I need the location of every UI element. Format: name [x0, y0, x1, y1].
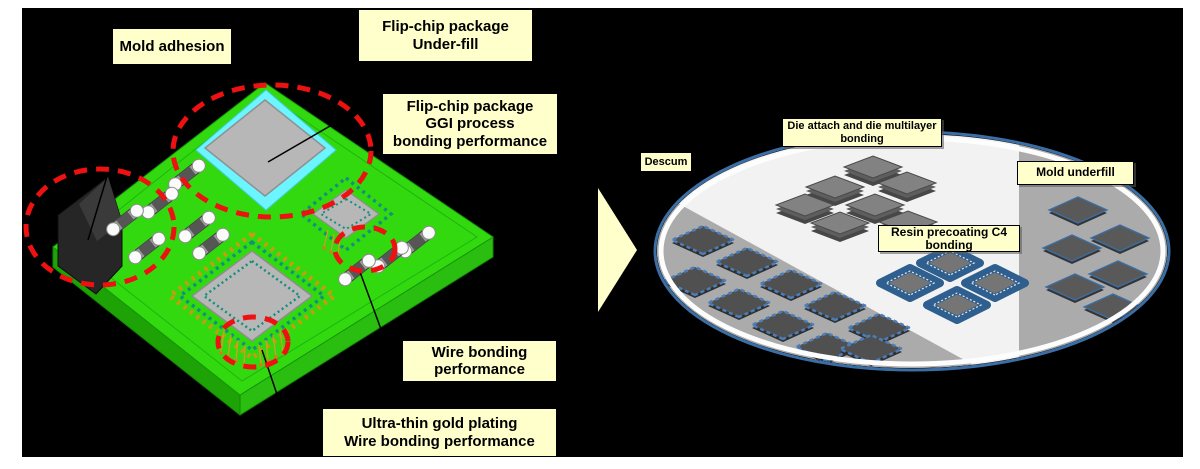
callout-line-ultra-thin: [261, 349, 288, 425]
board-top-face: [52, 82, 494, 396]
label-flip-chip-ggi: Flip-chip package GGI process bonding pe…: [382, 93, 558, 155]
callout-lines: [87, 65, 401, 425]
label-descum: Descum: [640, 152, 692, 172]
label-mold-underfill: Mold underfill: [1017, 161, 1134, 185]
label-mold-adhesion: Mold adhesion: [112, 28, 232, 65]
board-inset-line: [71, 93, 478, 382]
callout-line-ggi: [267, 96, 381, 163]
flow-arrow: [598, 188, 637, 312]
highlight-mold: [23, 166, 177, 288]
label-resin-precoating: Resin precoating C4 bonding: [878, 225, 1020, 252]
flip-chip: [195, 89, 337, 211]
qfp-chip: [165, 230, 339, 367]
highlight-ellipses: [23, 82, 398, 370]
label-die-attach: Die attach and die multilayer bonding: [782, 118, 942, 147]
label-ultra-thin: Ultra-thin gold plating Wire bonding per…: [322, 408, 557, 457]
highlight-flip-chip: [170, 82, 374, 220]
label-wire-bonding: Wire bonding performance: [402, 340, 557, 382]
callout-line-wire-bonding: [359, 271, 401, 382]
flip-chip-die: [203, 99, 327, 197]
callout-line-mold: [87, 65, 141, 241]
highlight-component: [332, 224, 398, 274]
highlight-wire-bonds: [215, 314, 291, 370]
wire-bonds: [220, 329, 284, 365]
label-flip-chip-underfill: Flip-chip package Under-fill: [358, 9, 533, 62]
